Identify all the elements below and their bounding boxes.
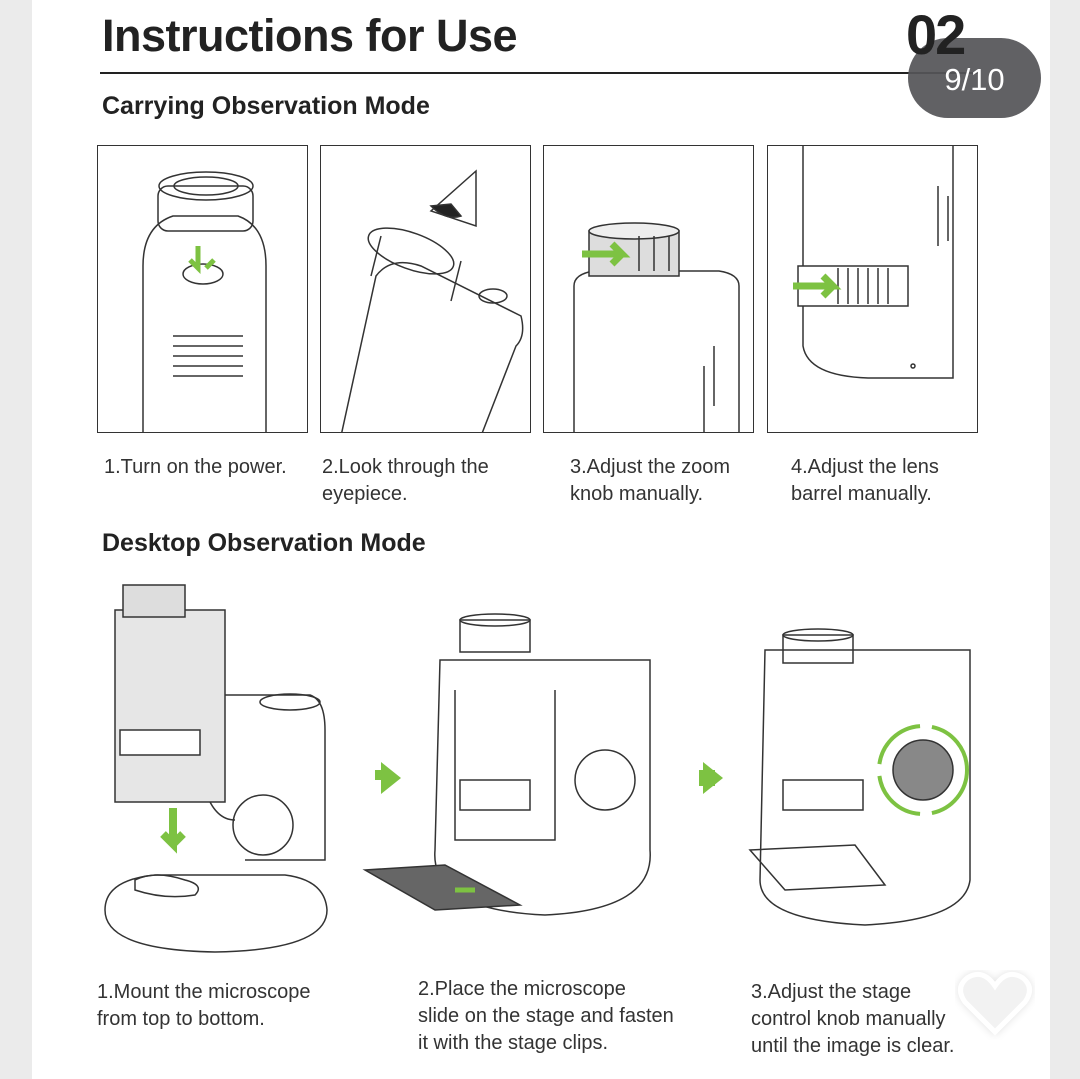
section-number: 02 [906, 3, 966, 66]
page-counter-badge: 9/10 [908, 38, 1041, 118]
caption-line: slide on the stage and fasten [418, 1005, 674, 1027]
caption-line: until the image is clear. [751, 1035, 955, 1057]
caption-line: knob manually. [570, 483, 704, 505]
desktop-step-1-caption: 1.Mount the microscope from top to bottom… [97, 979, 310, 1033]
caption-line: 1.Turn on the power. [104, 456, 287, 478]
step-illustration-zoom-knob [543, 145, 754, 433]
green-arrow-icon [375, 762, 401, 794]
mount-microscope-drawing [104, 584, 328, 953]
place-slide-drawing [362, 613, 651, 916]
carrying-step-3-caption: 3.Adjust the zoom knob manually. [570, 454, 730, 508]
step-illustration-eyepiece [320, 145, 531, 433]
desktop-step-3-caption: 3.Adjust the stage control knob manually u… [751, 979, 954, 1060]
caption-line: 3.Adjust the zoom [570, 456, 731, 478]
document-page [32, 0, 1050, 1079]
desktop-mode-heading: Desktop Observation Mode [102, 529, 426, 557]
step-illustration-lens-barrel [767, 145, 978, 433]
title-divider [100, 72, 980, 74]
desktop-step-2-caption: 2.Place the microscope slide on the stage… [418, 976, 674, 1057]
carrying-step-2-caption: 2.Look through the eyepiece. [322, 454, 489, 508]
carrying-mode-heading: Carrying Observation Mode [102, 92, 430, 120]
caption-line: eyepiece. [322, 483, 408, 505]
caption-line: it with the stage clips. [418, 1032, 609, 1054]
caption-line: 4.Adjust the lens [791, 456, 939, 478]
caption-line: 3.Adjust the stage [751, 981, 912, 1003]
caption-line: barrel manually. [791, 483, 932, 505]
page-title: Instructions for Use [102, 10, 518, 61]
caption-line: from top to bottom. [97, 1008, 265, 1030]
caption-line: 2.Look through the [322, 456, 489, 478]
caption-line: control knob manually [751, 1008, 946, 1030]
caption-line: 2.Place the microscope [418, 978, 626, 1000]
carrying-step-1-caption: 1.Turn on the power. [104, 454, 287, 481]
like-heart-icon[interactable] [955, 970, 1035, 1040]
adjust-stage-knob-drawing [748, 628, 971, 926]
carrying-step-4-caption: 4.Adjust the lens barrel manually. [791, 454, 939, 508]
step-illustration-power [97, 145, 308, 433]
desktop-mode-illustrations [95, 580, 985, 960]
green-arrow-icon [699, 762, 723, 794]
caption-line: 1.Mount the microscope [97, 981, 311, 1003]
